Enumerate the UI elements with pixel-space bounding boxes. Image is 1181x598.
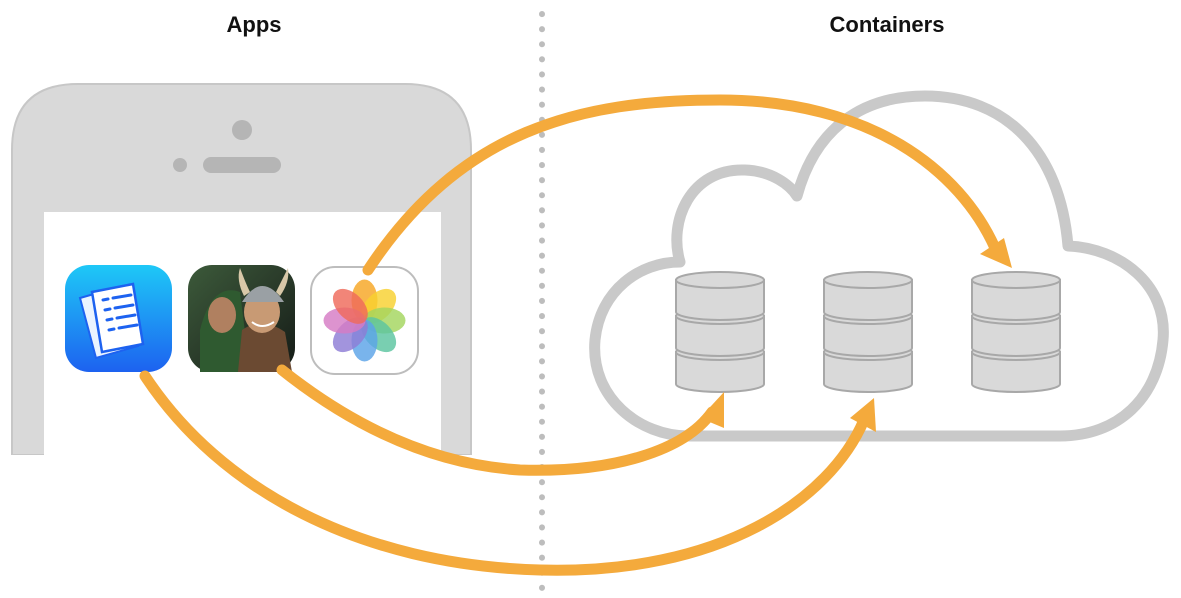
- app-icon-game[interactable]: [188, 265, 295, 372]
- containers-group: [675, 271, 1061, 393]
- warrior-game-icon: [200, 268, 292, 372]
- photos-flower-icon: [323, 279, 406, 362]
- arrowhead-container-2: [850, 398, 876, 432]
- photos-petal: [332, 288, 368, 324]
- links: [139, 94, 1012, 576]
- container-1-database-icon: [675, 271, 765, 393]
- link-game-to-container-1: [276, 364, 718, 476]
- arrowhead-container-3: [980, 238, 1012, 268]
- arrowhead-container-1: [700, 392, 724, 428]
- apps-heading: Apps: [226, 12, 282, 37]
- phone-sensor: [173, 158, 187, 172]
- app-icon-document[interactable]: [65, 265, 172, 372]
- phone-camera: [232, 120, 252, 140]
- link-photos-to-container-3: [362, 94, 1001, 276]
- container-2-database-icon: [823, 271, 913, 393]
- container-3-database-icon: [971, 271, 1061, 393]
- phone-speaker: [203, 157, 281, 173]
- app-icon-photos[interactable]: [310, 266, 419, 375]
- notes-document-icon: [78, 282, 145, 360]
- link-document-to-container-2: [139, 370, 870, 576]
- containers-heading: Containers: [829, 12, 945, 37]
